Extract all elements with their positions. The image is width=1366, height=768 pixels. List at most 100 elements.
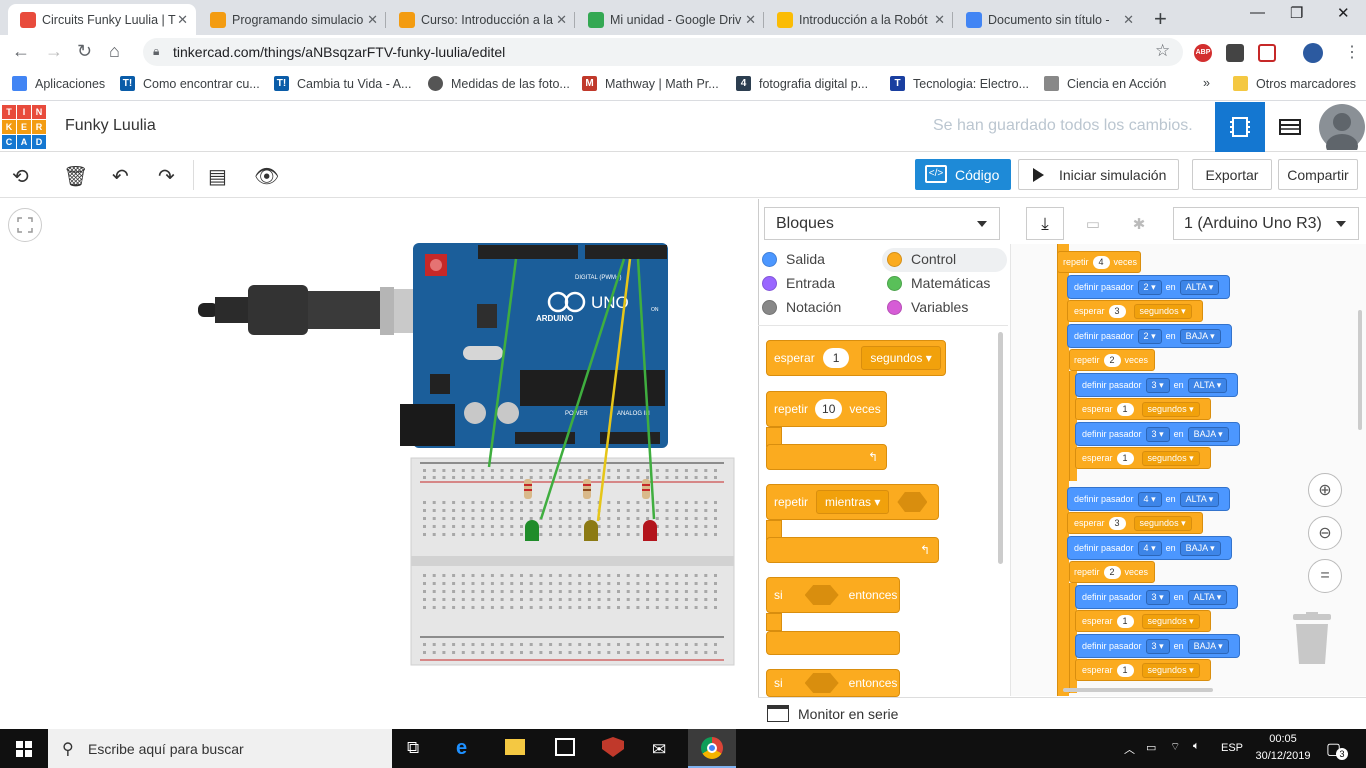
palette-wait-block[interactable]: esperar 1 segundos ▾ xyxy=(766,340,946,376)
code-mode-dropdown[interactable]: Bloques xyxy=(764,207,1000,240)
wait-unit-dropdown[interactable]: segundos ▾ xyxy=(861,346,941,370)
close-window-icon[interactable]: ✕ xyxy=(1337,5,1350,22)
palette-scrollbar[interactable] xyxy=(998,332,1003,564)
home-icon[interactable]: ⌂ xyxy=(109,41,120,61)
share-button[interactable]: Compartir xyxy=(1278,159,1358,190)
edge-browser-icon[interactable]: e xyxy=(456,737,468,759)
browser-tab-1[interactable]: Circuits Funky Luulia | T ✕ xyxy=(8,4,196,35)
flow-extension-icon[interactable] xyxy=(1226,44,1244,62)
start-simulation-button[interactable]: Iniciar simulación xyxy=(1018,159,1179,190)
export-button[interactable]: Exportar xyxy=(1192,159,1272,190)
design-title[interactable]: Funky Luulia xyxy=(65,117,156,134)
url-text[interactable]: tinkercad.com/things/aNBsqzarFTV-funky-l… xyxy=(173,44,506,60)
category-salida[interactable]: Salida xyxy=(762,251,825,267)
trash-icon[interactable] xyxy=(1291,612,1333,666)
arduino-board[interactable]: UNO ARDUINO DIGITAL (PWM~) POWER ANALOG … xyxy=(400,243,668,448)
chrome-taskbar-button[interactable] xyxy=(688,729,736,768)
close-tab-icon[interactable]: ✕ xyxy=(934,12,945,27)
repeat-mode-dropdown[interactable]: mientras ▾ xyxy=(816,490,890,514)
fit-view-icon[interactable] xyxy=(8,208,42,242)
new-tab-icon[interactable]: + xyxy=(1154,6,1167,31)
zoom-reset-icon[interactable]: = xyxy=(1308,559,1342,593)
reload-icon[interactable]: ↻ xyxy=(77,41,93,61)
store-icon[interactable] xyxy=(555,738,575,756)
download-icon[interactable]: ⤓ xyxy=(1026,207,1064,240)
repeat-value-field[interactable]: 10 xyxy=(815,399,843,419)
browser-tab-2[interactable]: Programando simulacio ✕ xyxy=(198,4,386,35)
close-tab-icon[interactable]: ✕ xyxy=(745,12,756,27)
close-tab-icon[interactable]: ✕ xyxy=(177,12,188,27)
category-matematicas[interactable]: Matemáticas xyxy=(887,275,990,291)
browser-tab-4[interactable]: Mi unidad - Google Driv ✕ xyxy=(576,4,764,35)
palette-if-block[interactable]: si entonces xyxy=(766,577,900,613)
volume-icon[interactable]: 🔈︎ xyxy=(1193,740,1200,752)
browser-tab-6[interactable]: Documento sin título - ✕ xyxy=(954,4,1142,35)
profile-icon[interactable] xyxy=(1303,43,1323,63)
circuit-view-button[interactable] xyxy=(1215,102,1265,152)
address-bar[interactable] xyxy=(143,38,1183,66)
led-yellow[interactable] xyxy=(584,520,598,541)
file-explorer-icon[interactable] xyxy=(505,739,525,755)
board-selector[interactable]: 1 (Arduino Uno R3) xyxy=(1173,207,1359,240)
circuit-canvas[interactable]: UNO ARDUINO DIGITAL (PWM~) POWER ANALOG … xyxy=(0,199,757,729)
led-red[interactable] xyxy=(643,520,657,541)
browser-tab-3[interactable]: Curso: Introducción a la ✕ xyxy=(387,4,575,35)
leds[interactable] xyxy=(525,520,657,541)
minimize-icon[interactable]: — xyxy=(1250,4,1265,21)
taskbar-search-input[interactable]: ⚲ Escribe aquí para buscar xyxy=(48,729,392,768)
menu-kebab-icon[interactable]: ⋮ xyxy=(1344,44,1360,61)
debugger-bug-icon[interactable]: ✱ xyxy=(1132,215,1146,233)
zoom-out-icon[interactable]: ⊖ xyxy=(1308,516,1342,550)
palette-if-block-2[interactable]: si entonces xyxy=(766,669,900,697)
restore-icon[interactable]: ❐ xyxy=(1290,5,1304,22)
rotate-icon[interactable]: ⟲ xyxy=(12,166,29,188)
adblock-extension-icon[interactable]: ABP xyxy=(1194,44,1212,62)
other-bookmarks[interactable]: Otros marcadores xyxy=(1233,76,1356,91)
close-tab-icon[interactable]: ✕ xyxy=(1123,12,1134,27)
category-variables[interactable]: Variables xyxy=(887,299,968,315)
palette-repeat-while-block[interactable]: repetir mientras ▾ xyxy=(766,484,939,520)
led-green[interactable] xyxy=(525,520,539,541)
battery-icon[interactable]: ▭ xyxy=(1146,742,1157,754)
zoom-in-icon[interactable]: ⊕ xyxy=(1308,473,1342,507)
workspace-vscrollbar[interactable] xyxy=(1358,310,1362,430)
bookmark-item[interactable]: T!Cambia tu Vida - A... xyxy=(274,76,411,91)
mcafee-icon[interactable] xyxy=(602,737,624,757)
category-control[interactable]: Control xyxy=(887,251,956,267)
forward-icon[interactable]: → xyxy=(45,41,63,61)
workspace-hscrollbar[interactable] xyxy=(1063,688,1213,692)
bookmark-item[interactable]: Aplicaciones xyxy=(12,76,105,91)
undo-icon[interactable]: ↶ xyxy=(112,166,129,188)
serial-monitor-bar[interactable]: Monitor en serie xyxy=(758,697,1366,729)
bookmark-item[interactable]: T!Como encontrar cu... xyxy=(120,76,260,91)
wifi-icon[interactable]: ⌔ xyxy=(1170,741,1181,753)
browser-tab-5[interactable]: Introducción a la Robót ✕ xyxy=(765,4,953,35)
back-icon[interactable]: ← xyxy=(12,41,30,61)
palette-repeat-block[interactable]: repetir 10 veces xyxy=(766,391,887,427)
tinkercad-logo[interactable]: T I N K E R C A D xyxy=(2,105,46,149)
clock-time[interactable]: 00:05 xyxy=(1269,733,1297,745)
shield-extension-icon[interactable] xyxy=(1258,44,1276,62)
category-entrada[interactable]: Entrada xyxy=(762,275,835,291)
bookmark-star-icon[interactable]: ☆ xyxy=(1155,41,1171,60)
library-icon[interactable]: ▭ xyxy=(1085,215,1101,233)
